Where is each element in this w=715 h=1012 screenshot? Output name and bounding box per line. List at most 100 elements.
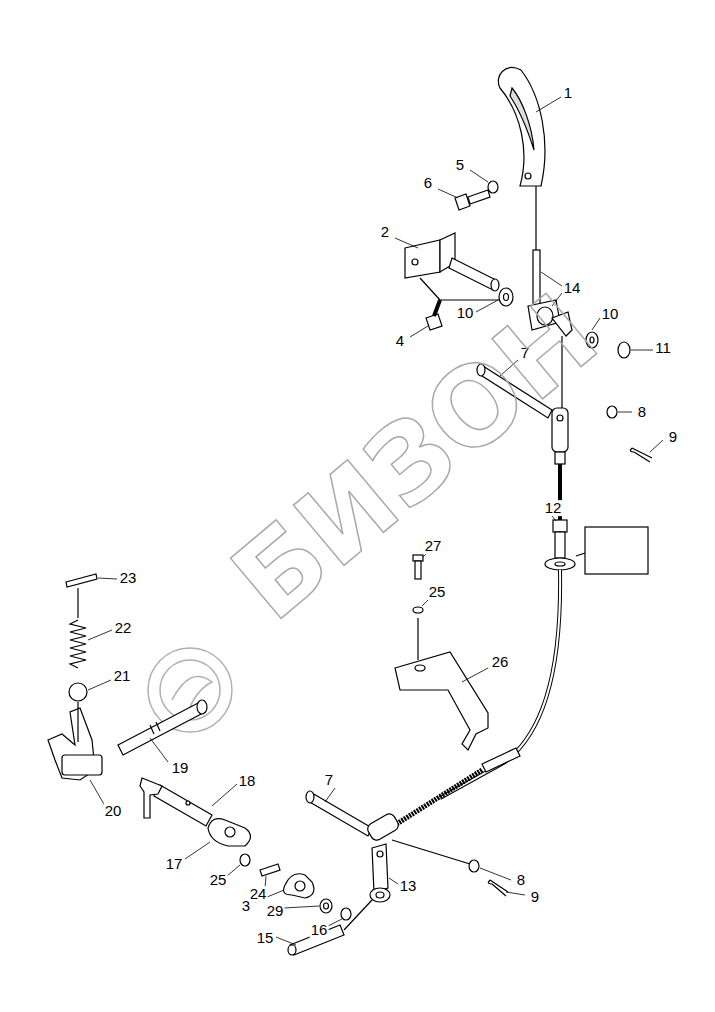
leader-line — [150, 738, 168, 762]
leader-line — [328, 919, 342, 926]
bracket-hole — [412, 259, 418, 265]
shaft-flange — [208, 819, 251, 846]
shaft-hole — [186, 801, 190, 805]
callout-number: 27 — [424, 538, 443, 554]
washer — [469, 860, 479, 872]
leader-line — [395, 238, 418, 248]
leader-line — [325, 788, 335, 802]
rod-groove — [156, 722, 160, 731]
callout-number: 8 — [516, 872, 526, 888]
leader-line — [392, 840, 470, 864]
callout-number: 15 — [256, 930, 275, 946]
leader-line — [536, 97, 561, 112]
leader-line — [476, 300, 498, 312]
callout-number: 5 — [455, 157, 465, 173]
seal-hole — [324, 903, 329, 909]
reference-box — [585, 527, 648, 574]
callout-number: 19 — [171, 760, 190, 776]
fork-boss — [62, 755, 102, 775]
leader-line — [77, 702, 78, 742]
watermark: БИЗОН — [215, 278, 615, 638]
callout-number: 26 — [491, 654, 510, 670]
washer — [488, 181, 498, 193]
leader-line — [90, 780, 105, 806]
leader-line — [227, 865, 240, 876]
callout-number: 10 — [456, 305, 475, 321]
leader-line — [592, 318, 600, 330]
callout-number: 12 — [544, 500, 563, 516]
grommet — [545, 558, 575, 570]
bracket-plate — [405, 240, 440, 278]
guide-line — [440, 299, 500, 300]
clevis — [366, 812, 401, 843]
leader-line — [552, 516, 556, 521]
callout-number: 17 — [165, 856, 184, 872]
rod-end — [197, 700, 207, 714]
cotter-pin — [488, 880, 508, 896]
leader-line — [410, 326, 428, 337]
bolt-head — [413, 555, 423, 561]
callout-number: 1 — [563, 85, 573, 101]
washer — [499, 288, 513, 306]
leader-line — [284, 906, 319, 908]
callout-number: 9 — [668, 429, 678, 445]
mounting-bracket — [395, 652, 488, 750]
bolt-shank — [434, 300, 440, 316]
bracket-hole — [415, 665, 425, 671]
cotter-pin — [630, 448, 652, 462]
callout-number: 8 — [637, 404, 647, 420]
leader-line — [88, 680, 111, 690]
callout-number: 13 — [399, 878, 418, 894]
rod-groove — [150, 725, 154, 734]
pin-end — [288, 945, 296, 955]
bolt-hole — [525, 173, 531, 179]
clevis-hole — [557, 415, 563, 421]
leader-line — [185, 842, 210, 859]
cover-plate — [284, 874, 314, 898]
leader-line — [77, 588, 78, 618]
pin-head — [306, 791, 314, 803]
callout-number: 18 — [238, 773, 257, 789]
cable-end — [482, 748, 520, 772]
pin-end — [491, 279, 499, 291]
lever-hub — [370, 888, 390, 902]
callout-number: 11 — [654, 340, 672, 356]
leader-line — [506, 892, 525, 895]
hub-hole — [376, 892, 384, 898]
washer — [607, 406, 617, 418]
callout-number: 25 — [428, 584, 447, 600]
callout-number: 14 — [563, 280, 582, 296]
callout-number: 7 — [324, 772, 334, 788]
callout-number: 20 — [104, 803, 123, 819]
cable-thread — [395, 770, 482, 825]
callout-number: 4 — [395, 333, 405, 349]
leader-line — [535, 186, 536, 250]
leader-line — [470, 170, 488, 182]
grommet-hole — [555, 562, 565, 566]
cable-nut — [555, 452, 565, 464]
callout-number: 2 — [380, 224, 390, 240]
plate-hole — [295, 881, 305, 891]
shaft-lever — [140, 778, 162, 818]
callout-number: 22 — [114, 620, 133, 636]
leader-line — [480, 868, 511, 880]
shift-shaft — [154, 785, 212, 826]
leader-line — [631, 350, 653, 351]
flange-hole — [225, 827, 235, 837]
callout-number: 6 — [423, 175, 433, 191]
shift-rod — [118, 702, 205, 755]
seal-ring — [320, 899, 332, 913]
leader-line — [389, 878, 398, 884]
nut — [553, 520, 567, 532]
callout-number: 25 — [209, 872, 228, 888]
arm-hole — [377, 851, 383, 857]
detent-ball — [69, 683, 87, 701]
callout-number: 3 — [241, 898, 251, 914]
retaining-ring — [618, 342, 630, 358]
leader-line — [417, 618, 418, 660]
callout-number: 29 — [266, 903, 285, 919]
cable-thread — [555, 532, 565, 558]
bolt-head — [455, 194, 470, 210]
callout-number: 9 — [530, 889, 540, 905]
